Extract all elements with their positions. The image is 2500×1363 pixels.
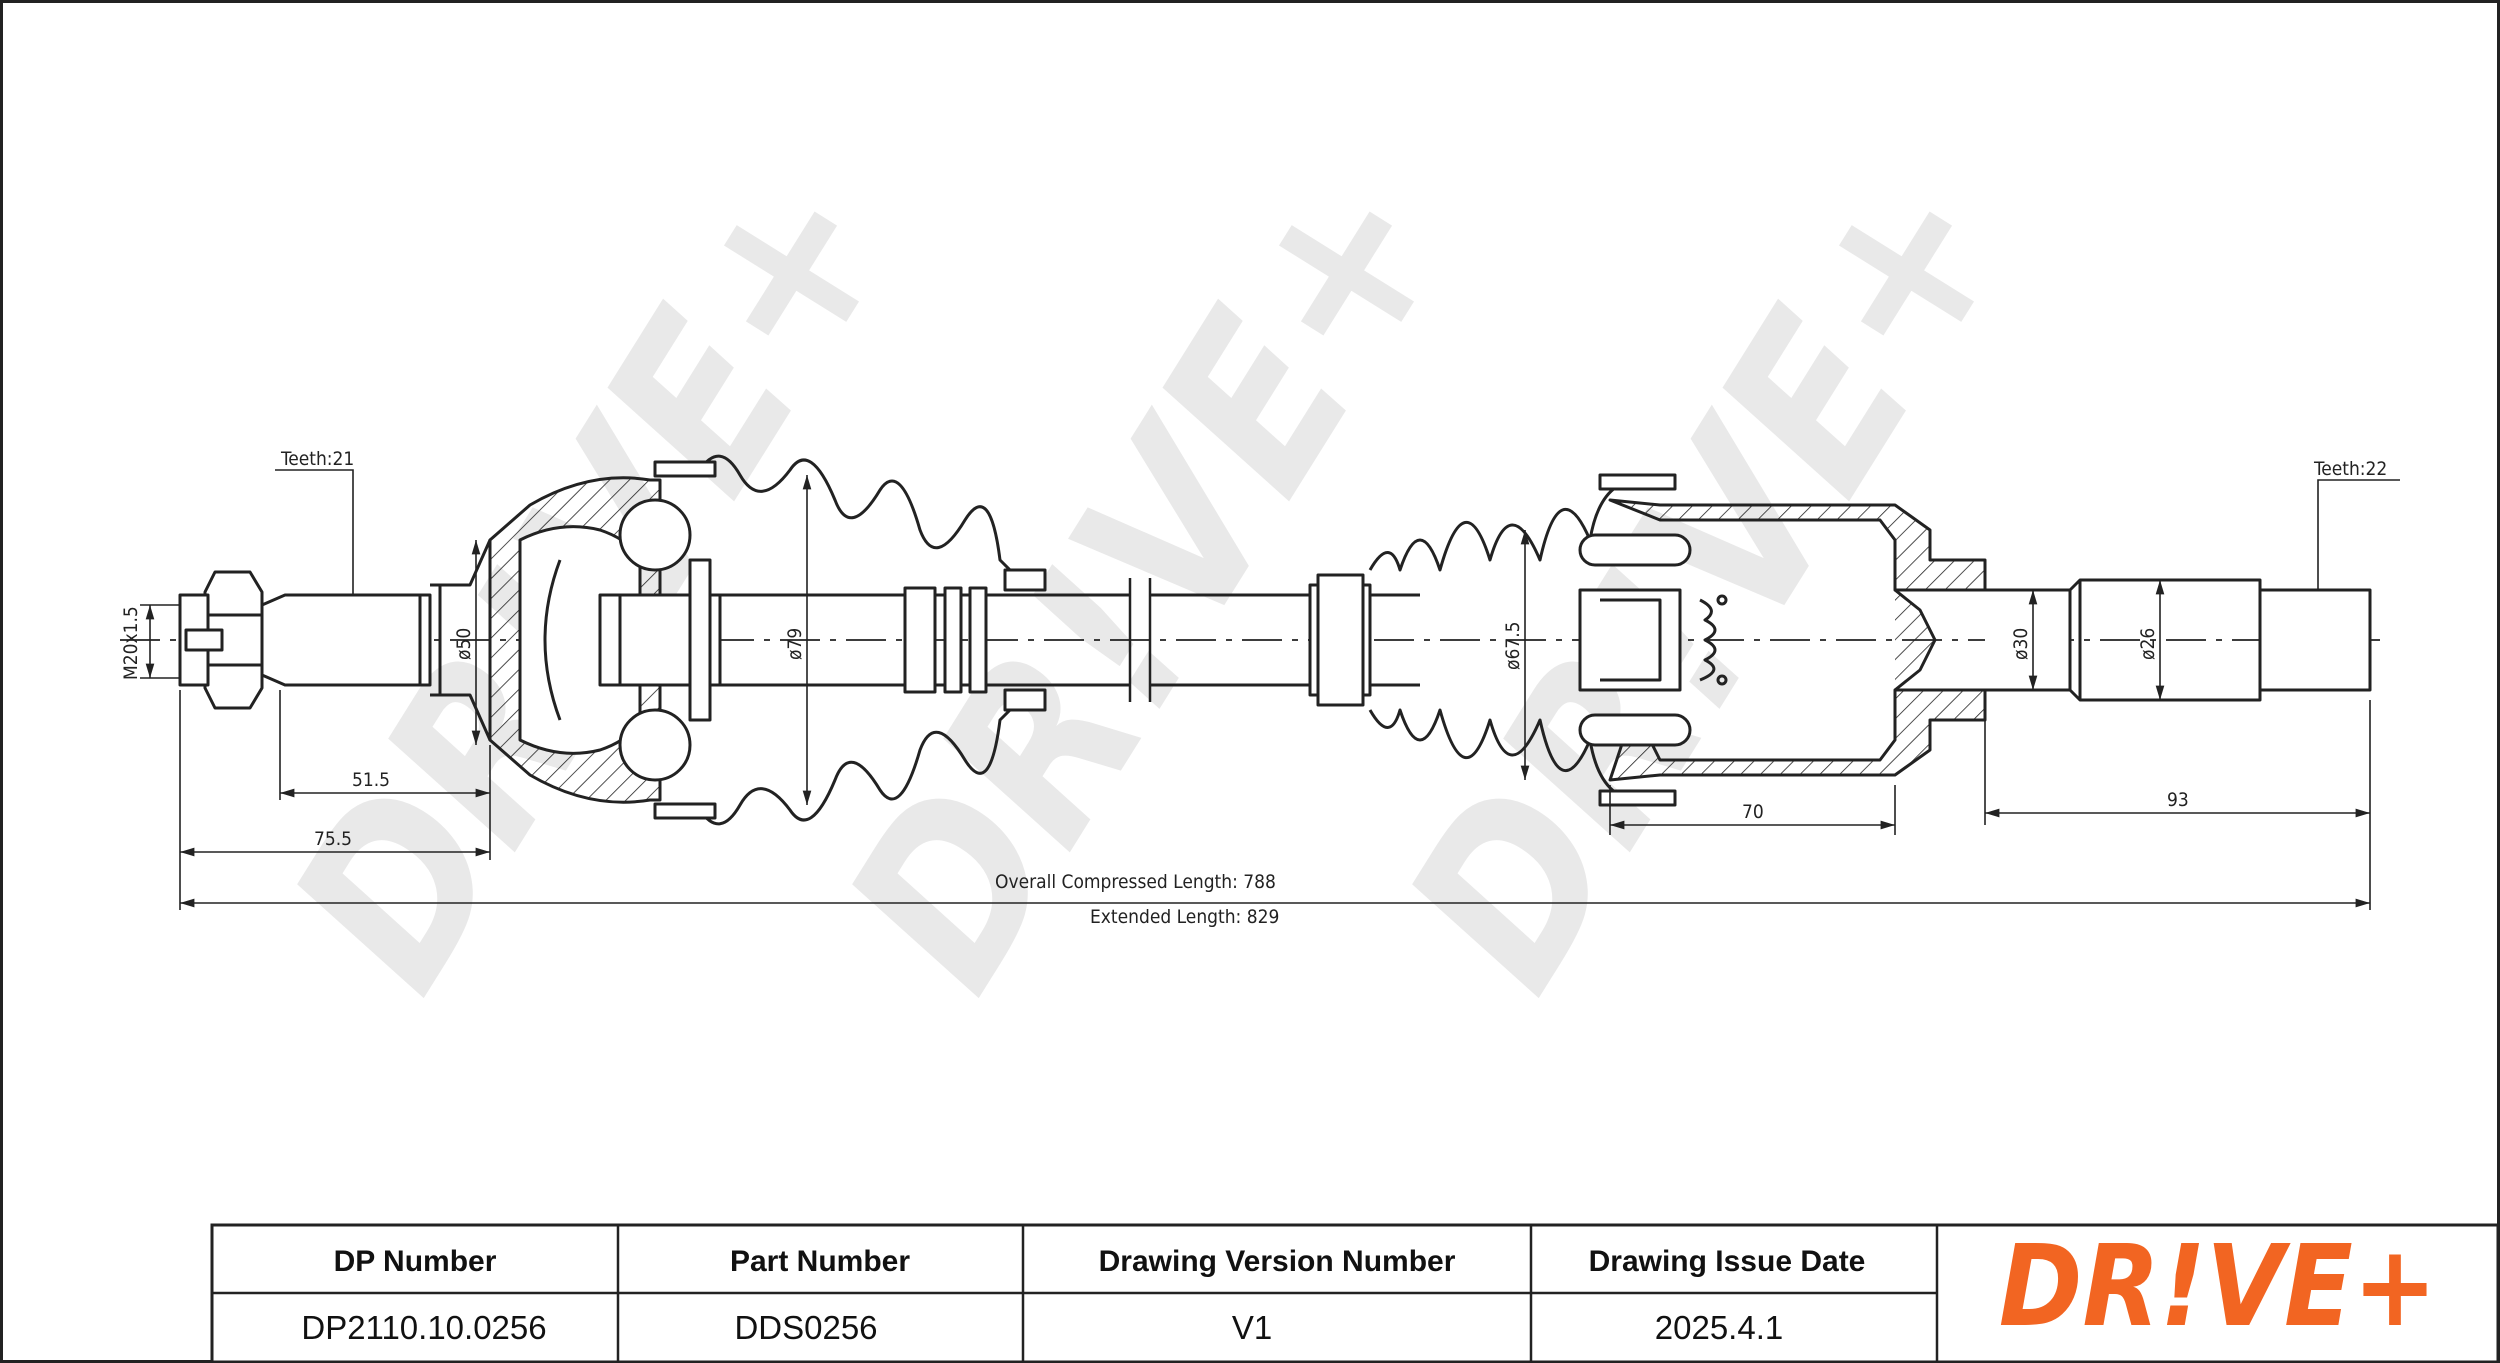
header-drawing-version: Drawing Version Number xyxy=(1099,1245,1456,1278)
len-75-5-label: 75.5 xyxy=(314,828,352,850)
header-drawing-date: Drawing Issue Date xyxy=(1589,1245,1866,1278)
len-93-label: 93 xyxy=(2167,789,2189,811)
outer-boot xyxy=(660,454,1032,826)
value-dp-number: DP2110.10.0256 xyxy=(301,1309,546,1346)
dia-79-label: ø79 xyxy=(784,628,806,660)
dia-50-label: ø50 xyxy=(453,628,475,660)
header-part-number: Part Number xyxy=(730,1245,910,1278)
overall-compressed-label: Overall Compressed Length: 788 xyxy=(995,871,1276,893)
teeth-left-label: Teeth:21 xyxy=(280,448,354,470)
value-drawing-version: V1 xyxy=(1232,1309,1272,1346)
shaft-geometry xyxy=(120,454,2380,826)
inner-tripod-housing xyxy=(1608,498,1987,592)
len-51-5-label: 51.5 xyxy=(352,769,390,791)
header-dp-number: DP Number xyxy=(334,1245,497,1278)
len-70-label: 70 xyxy=(1742,801,1764,823)
dia-30-label: ø30 xyxy=(2010,628,2032,660)
teeth-right-label: Teeth:22 xyxy=(2313,458,2387,480)
title-block: DP Number Part Number Drawing Version Nu… xyxy=(210,1222,2500,1363)
thread-label: M20x1.5 xyxy=(120,606,142,680)
dia-26-label: ø26 xyxy=(2137,628,2159,660)
extended-length-label: Extended Length: 829 xyxy=(1090,906,1279,928)
brand-logo: DR!VE+ xyxy=(1999,1222,2437,1352)
value-drawing-date: 2025.4.1 xyxy=(1655,1309,1783,1346)
dimensions xyxy=(140,469,2400,910)
value-part-number: DDS0256 xyxy=(734,1309,877,1346)
dia-67-5-label: ø67.5 xyxy=(1502,621,1524,670)
